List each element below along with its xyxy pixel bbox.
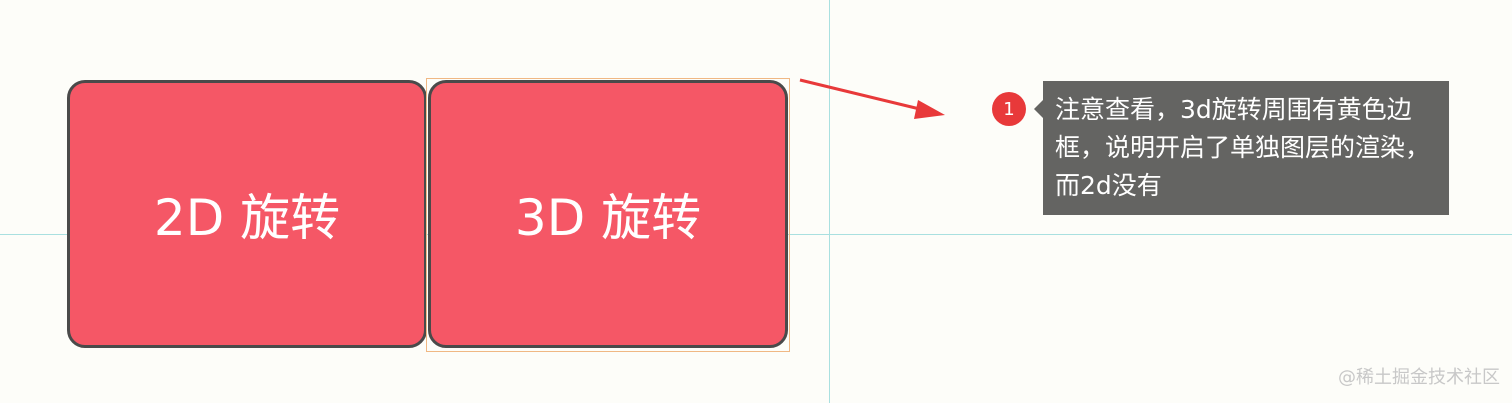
- annotation-number: 1: [1003, 98, 1015, 120]
- box-3d-rotate: 3D 旋转: [428, 80, 788, 348]
- annotation-number-badge: 1: [992, 92, 1026, 126]
- vertical-guide-line: [829, 0, 830, 403]
- watermark: @稀土掘金技术社区: [1338, 367, 1500, 388]
- annotation-text: 注意查看，3d旋转周围有黄色边框，说明开启了单独图层的渲染，而2d没有: [1055, 95, 1431, 200]
- layer-outline-3d: [426, 78, 790, 352]
- box-2d-label: 2D 旋转: [153, 189, 341, 247]
- annotation-note: 注意查看，3d旋转周围有黄色边框，说明开启了单独图层的渲染，而2d没有: [1043, 81, 1449, 215]
- box-2d-rotate: 2D 旋转: [67, 80, 427, 348]
- note-pointer: [1034, 100, 1043, 118]
- arrow-icon: [799, 78, 945, 119]
- box-3d-label: 3D 旋转: [514, 189, 702, 247]
